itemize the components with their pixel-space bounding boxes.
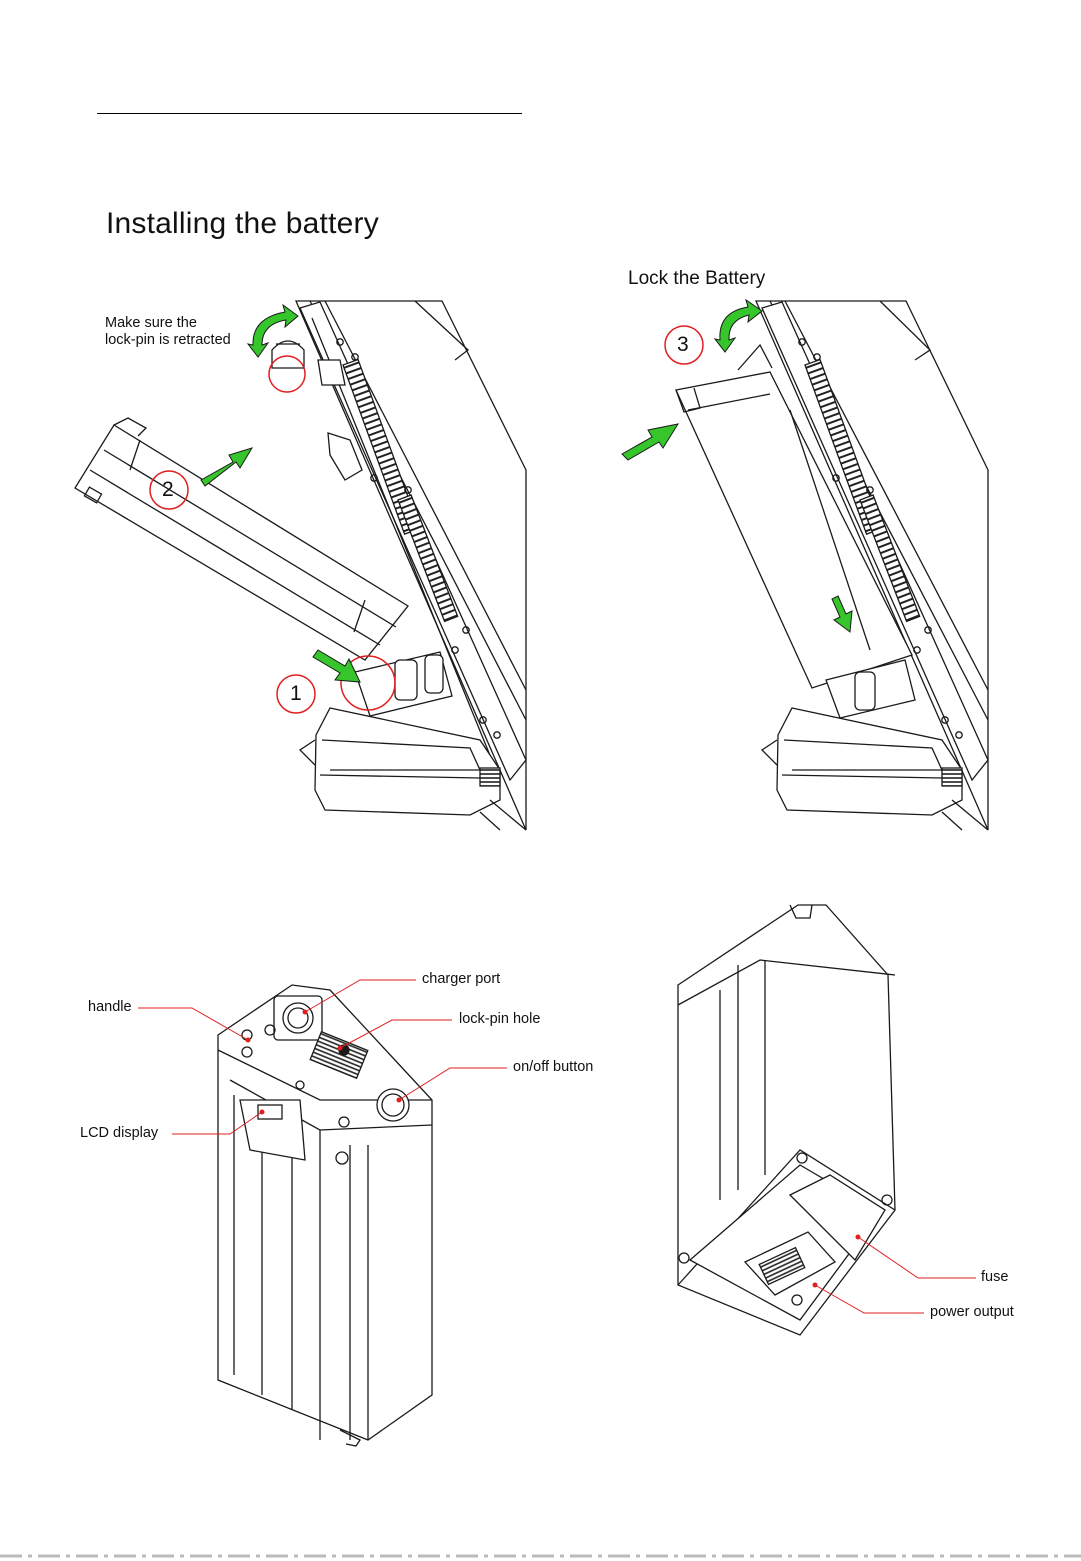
step-2-arrow: [201, 448, 252, 486]
label-lock-pin-hole: lock-pin hole: [459, 1011, 540, 1027]
label-fuse: fuse: [981, 1269, 1008, 1285]
label-charger-port: charger port: [422, 971, 500, 987]
step-1-arrow: [313, 650, 360, 682]
label-handle: handle: [88, 999, 132, 1015]
insert-diagram: [75, 301, 526, 830]
base-housing: [315, 708, 500, 815]
label-on-off-button: on/off button: [513, 1059, 593, 1075]
leader-fuse: [858, 1237, 976, 1278]
battery-bottom-view: [678, 905, 895, 1335]
rotate-arrow-right: [715, 300, 762, 352]
step-2-label: 2: [162, 478, 174, 502]
lock-diagram: [676, 301, 988, 830]
label-lcd-display: LCD display: [80, 1125, 158, 1141]
step-3-label: 3: [677, 333, 689, 357]
push-arrow: [622, 424, 678, 460]
step-1-label: 1: [290, 682, 302, 706]
label-power-output: power output: [930, 1304, 1014, 1320]
battery-top-view: [218, 985, 432, 1446]
